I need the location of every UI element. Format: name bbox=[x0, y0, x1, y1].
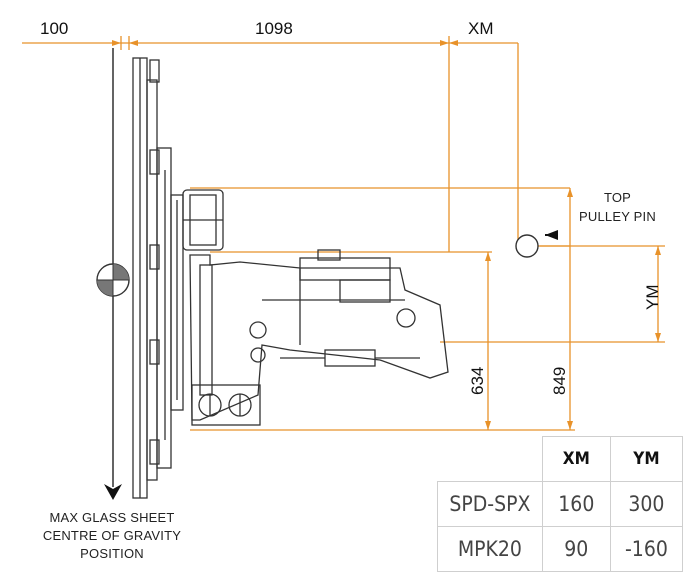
table-header-xm: XM bbox=[541, 436, 611, 482]
top-pulley-pin-label: TOP PULLEY PIN bbox=[555, 188, 680, 226]
dim-ym: YM bbox=[643, 285, 662, 311]
centre-of-gravity-icon bbox=[96, 263, 130, 297]
cog-label-line-1: MAX GLASS SHEET bbox=[49, 510, 175, 525]
dim-100: 100 bbox=[40, 19, 68, 38]
pin-label-line-1: TOP bbox=[603, 190, 632, 205]
pin-label-line-2: PULLEY PIN bbox=[579, 209, 656, 224]
table-cell-xm: 160 bbox=[541, 481, 611, 527]
suction-frame bbox=[132, 57, 184, 499]
cog-label-line-2: CENTRE OF GRAVITY bbox=[42, 528, 182, 543]
table-cell-model: MPK20 bbox=[437, 526, 543, 572]
table-header-ym: YM bbox=[609, 436, 683, 482]
table-header-corner bbox=[437, 436, 543, 482]
dim-634: 634 bbox=[468, 367, 487, 395]
xm-ym-table: XM YM SPD-SPX 160 300 MPK20 90 -160 bbox=[437, 436, 683, 572]
table-header-row: XM YM bbox=[437, 436, 683, 482]
dim-849: 849 bbox=[550, 367, 569, 395]
table-cell-ym: -160 bbox=[609, 526, 683, 572]
table-cell-model: SPD-SPX bbox=[437, 481, 543, 527]
motor-unit bbox=[182, 189, 224, 251]
centre-of-gravity-label: MAX GLASS SHEET CENTRE OF GRAVITY POSITI… bbox=[2, 509, 222, 563]
table-cell-xm: 90 bbox=[541, 526, 611, 572]
table-row: MPK20 90 -160 bbox=[437, 526, 683, 572]
top-pulley-pin-icon bbox=[515, 230, 558, 258]
cog-label-line-3: POSITION bbox=[80, 546, 144, 561]
dimension-arrowheads bbox=[112, 40, 661, 430]
machine-body bbox=[189, 249, 449, 426]
table-row: SPD-SPX 160 300 bbox=[437, 481, 683, 527]
table-cell-ym: 300 bbox=[609, 481, 683, 527]
dim-xm: XM bbox=[468, 19, 494, 38]
dimension-lines bbox=[22, 36, 665, 431]
dim-1098: 1098 bbox=[255, 19, 293, 38]
